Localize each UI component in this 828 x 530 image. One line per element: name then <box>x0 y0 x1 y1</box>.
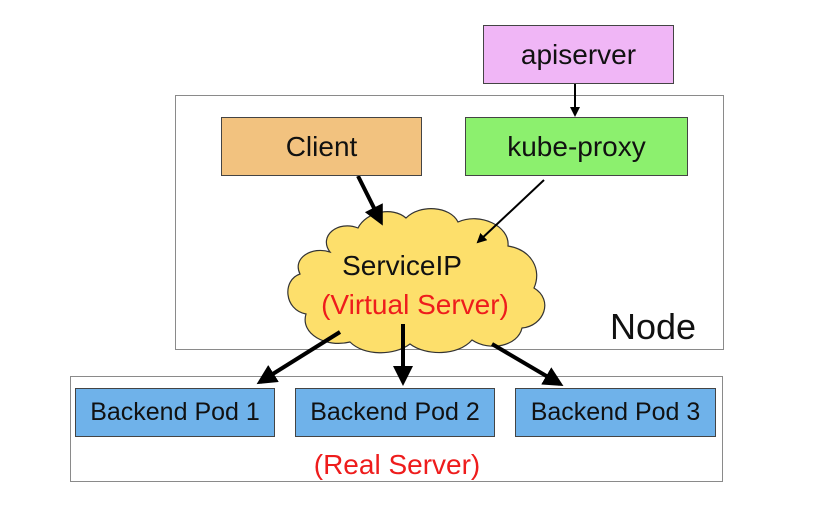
backend-pod-2: Backend Pod 2 <box>295 388 495 437</box>
node-label: Node <box>610 306 697 347</box>
backend-pod-1-label: Backend Pod 1 <box>90 398 260 426</box>
apiserver-box: apiserver <box>483 25 674 84</box>
client-box: Client <box>221 117 422 176</box>
arrow-serviceip-pod1 <box>256 330 342 385</box>
backend-pod-2-label: Backend Pod 2 <box>310 398 480 426</box>
backend-pod-3-label: Backend Pod 3 <box>530 398 701 426</box>
kube-proxy-box: kube-proxy <box>465 117 688 176</box>
arrow-client-serviceip <box>356 175 383 226</box>
backend-pod-1: Backend Pod 1 <box>75 388 275 437</box>
real-server-label: (Real Server) <box>313 449 481 480</box>
arrow-kubeproxy-serviceip <box>476 179 545 244</box>
arrow-serviceip-pod3 <box>490 342 564 387</box>
backend-pod-3: Backend Pod 3 <box>515 388 716 437</box>
client-label: Client <box>285 130 358 162</box>
virtual-server-label: (Virtual Server) <box>321 289 509 320</box>
apiserver-label: apiserver <box>520 38 637 70</box>
service-ip-label: ServiceIP <box>342 250 462 281</box>
service-ip-cloud <box>287 208 546 354</box>
kube-proxy-label: kube-proxy <box>507 130 646 162</box>
